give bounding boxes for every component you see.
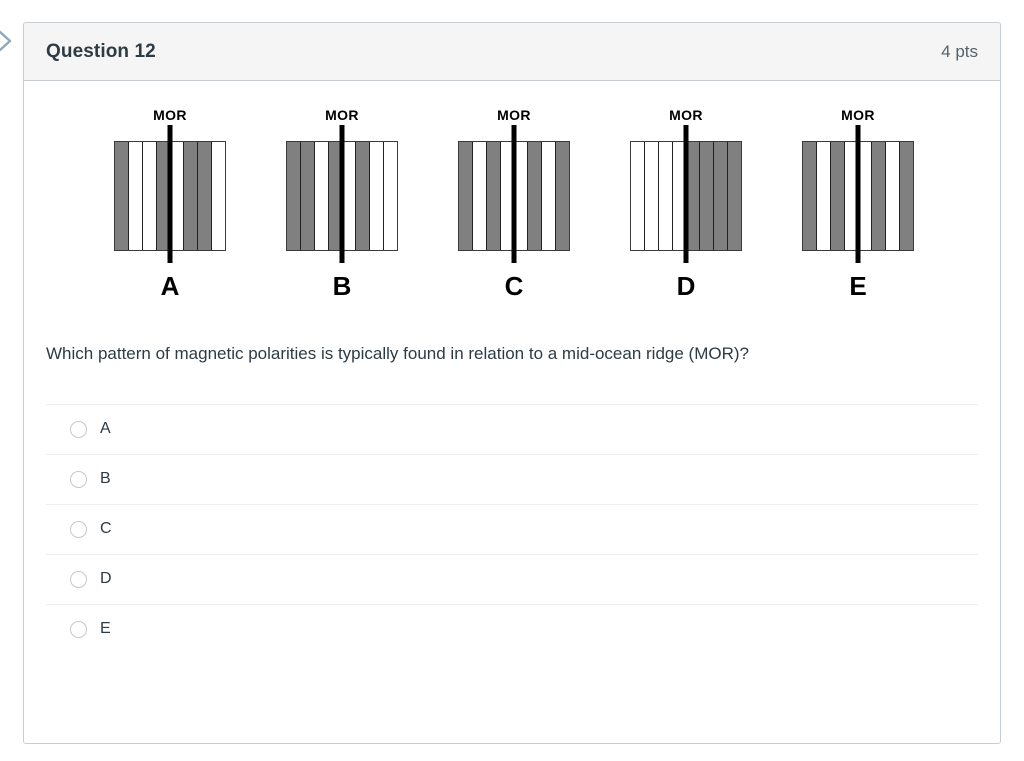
radio-button-icon[interactable] [70,570,87,588]
answer-label: A [100,420,111,438]
diagram-option-c: MOR C [450,107,578,302]
stripe-reversed [886,142,901,250]
seafloor-block [800,125,916,263]
question-points: 4 pts [941,41,978,61]
stripe-normal [803,142,817,250]
stripe-reversed [370,142,385,250]
mor-ridge-line [683,125,689,263]
mor-ridge-line [855,125,861,263]
stripe-reversed [858,142,873,250]
stripe-reversed [384,142,397,250]
diagram-row: MOR A MOR B MOR C MOR D MOR E [24,81,1000,302]
stripe-normal [714,142,729,250]
stripe-normal [872,142,887,250]
stripe-normal [300,142,315,250]
stripe-reversed [542,142,557,250]
question-body: MOR A MOR B MOR C MOR D MOR E Which pattern of ma… [24,81,1000,743]
seafloor-block [112,125,228,263]
stripe-normal [356,142,371,250]
mor-ridge-line [167,125,173,263]
stripe-reversed [816,142,831,250]
answer-label: D [100,570,112,588]
answer-options-list: A B C D E [24,403,1000,654]
answer-option-d[interactable]: D [46,553,978,604]
diagram-letter: C [504,271,524,301]
seafloor-block [628,125,744,263]
stripe-reversed [314,142,329,250]
radio-button-icon[interactable] [70,620,87,638]
stripe-normal [830,142,845,250]
stripe-normal [700,142,715,250]
diagram-letter: B [332,271,352,301]
stripe-normal [486,142,501,250]
diagram-letter: A [160,271,180,301]
stripe-normal [198,142,213,250]
stripe-normal [287,142,301,250]
chevron-right-icon[interactable] [0,28,16,54]
mor-label: MOR [497,107,531,123]
answer-label: E [100,620,111,638]
diagram-option-e: MOR E [794,107,922,302]
stripe-reversed [212,142,225,250]
radio-button-icon[interactable] [70,470,87,488]
mor-ridge-line [511,125,517,263]
stripe-reversed [142,142,157,250]
diagram-option-a: MOR A [106,107,234,302]
diagram-letter: E [849,271,867,301]
question-header: Question 12 4 pts [24,23,1000,81]
diagram-option-d: MOR D [622,107,750,302]
stripe-reversed [631,142,645,250]
mor-label: MOR [669,107,703,123]
stripe-reversed [514,142,529,250]
mor-ridge-line [339,125,345,263]
stripe-reversed [472,142,487,250]
stripe-normal [686,142,701,250]
diagram-option-b: MOR B [278,107,406,302]
answer-option-a[interactable]: A [46,403,978,454]
diagram-letter: D [676,271,696,301]
answer-label: B [100,470,111,488]
stripe-normal [900,142,913,250]
radio-button-icon[interactable] [70,420,87,438]
stripe-reversed [644,142,659,250]
answer-option-e[interactable]: E [46,603,978,654]
mor-label: MOR [153,107,187,123]
stripe-reversed [658,142,673,250]
stripe-normal [528,142,543,250]
stripe-normal [728,142,741,250]
stripe-reversed [170,142,185,250]
answer-option-c[interactable]: C [46,503,978,554]
page-title: Question 12 [46,40,156,62]
stripe-normal [184,142,199,250]
answer-option-b[interactable]: B [46,453,978,504]
stripe-reversed [342,142,357,250]
stripe-normal [556,142,569,250]
stripe-normal [115,142,129,250]
answer-label: C [100,520,112,538]
question-prompt: Which pattern of magnetic polarities is … [46,344,749,363]
seafloor-block [456,125,572,263]
stripe-reversed [128,142,143,250]
question-card: Question 12 4 pts MOR A MOR B MOR C MOR D MOR E W… [23,22,1001,744]
mor-label: MOR [841,107,875,123]
radio-button-icon[interactable] [70,520,87,538]
mor-label: MOR [325,107,359,123]
stripe-normal [459,142,473,250]
seafloor-block [284,125,400,263]
